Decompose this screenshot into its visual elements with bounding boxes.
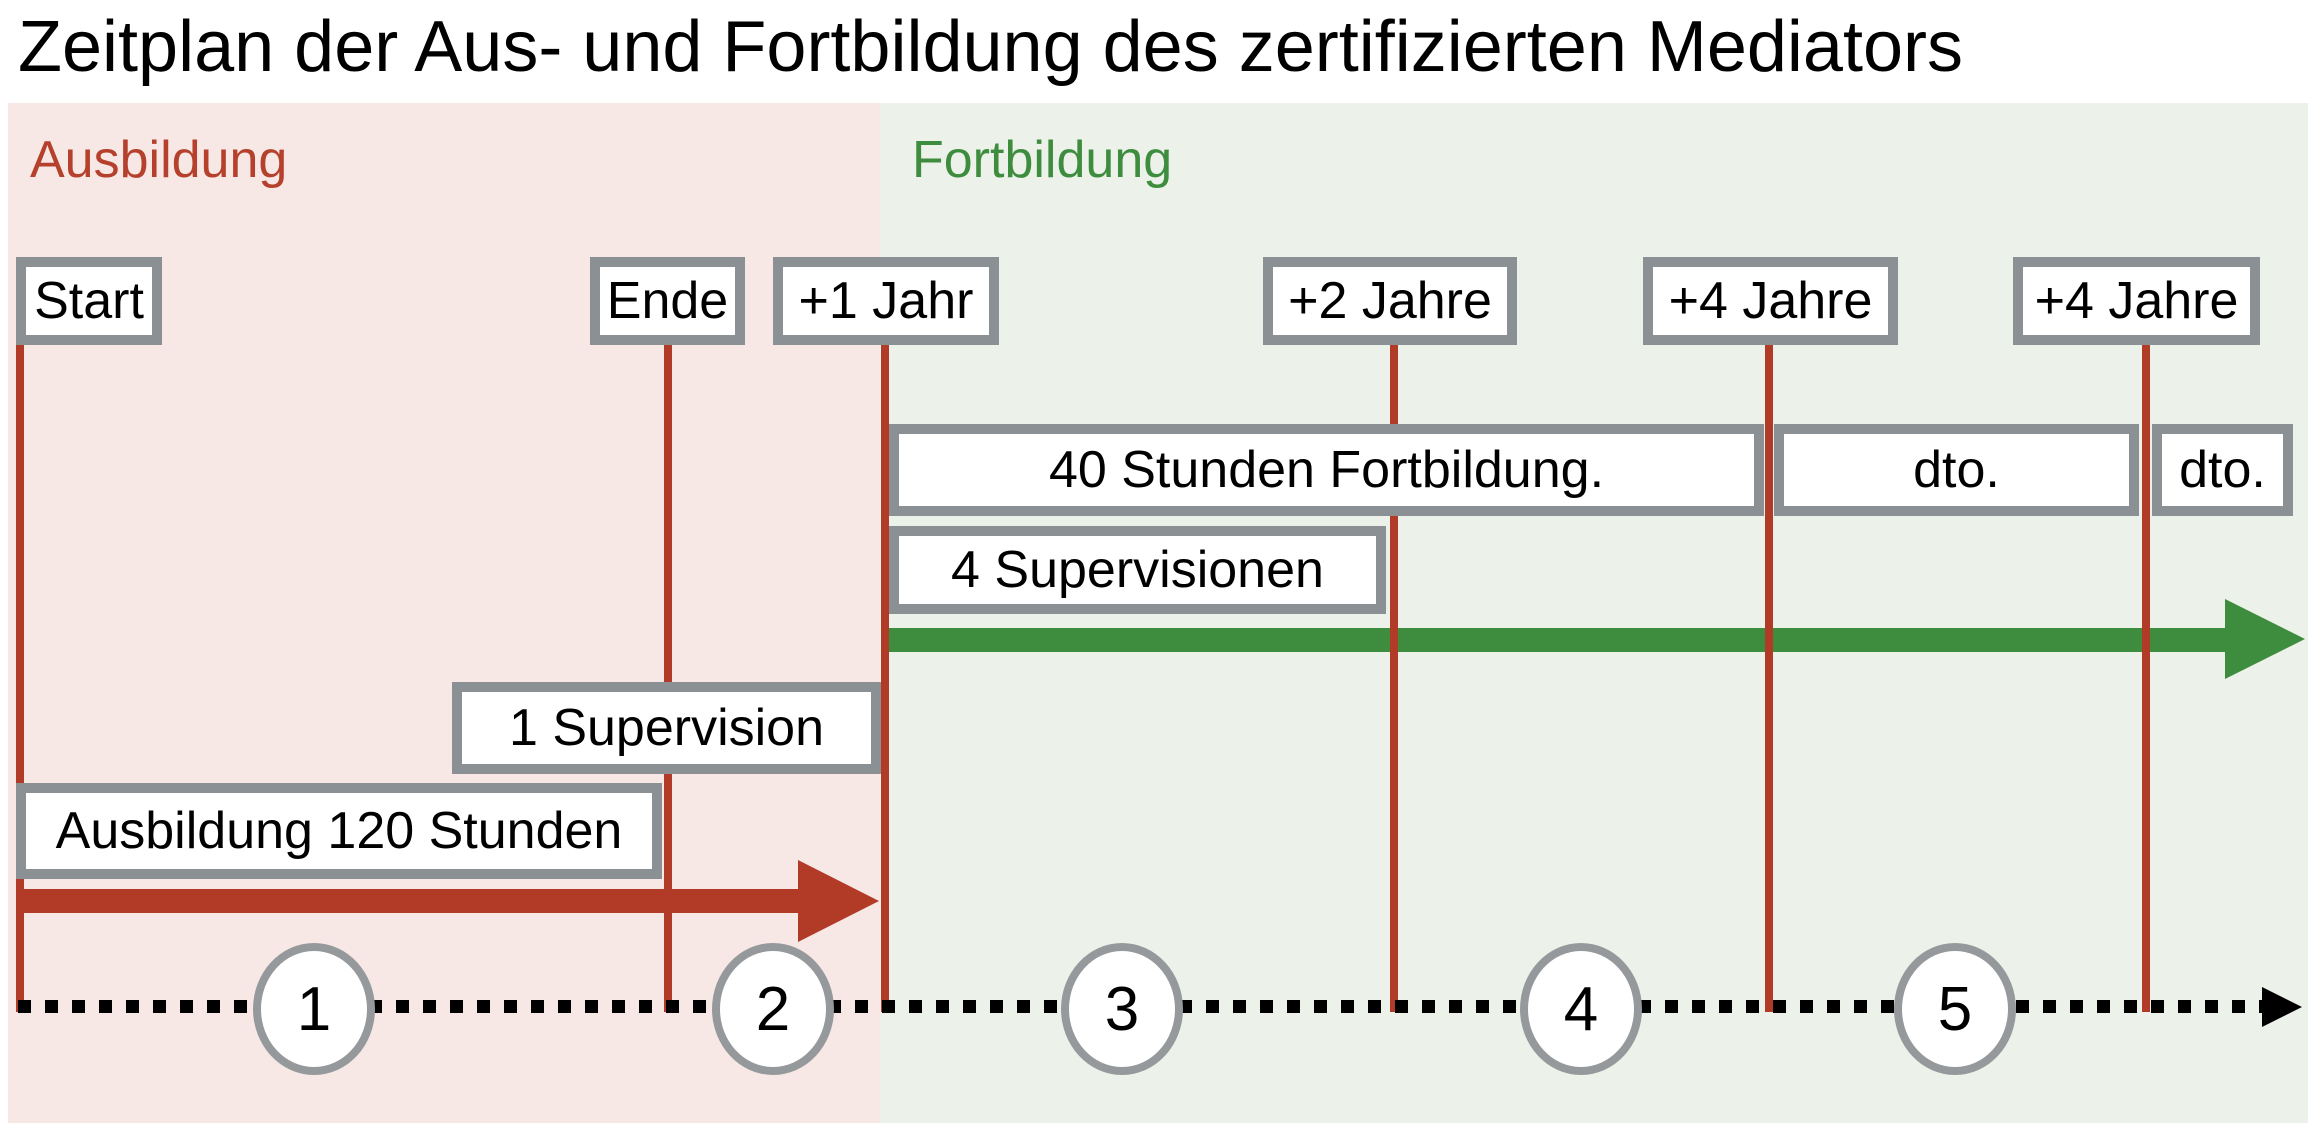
activity-label: Ausbildung 120 Stunden (55, 802, 623, 860)
activity-label: 40 Stunden Fortbildung. (1048, 441, 1605, 499)
step-number: 2 (755, 974, 791, 1044)
fortbildung-arrow-head (2225, 599, 2305, 679)
activity-bar-1-supervision: 1 Supervision (452, 682, 881, 774)
activity-bar-ausbildung-120-stunden: Ausbildung 120 Stunden (16, 783, 662, 879)
milestone-line-plus1 (881, 344, 889, 1012)
milestone-box-ende: Ende (590, 257, 745, 345)
milestone-line-plus4a (1765, 344, 1773, 1012)
milestone-label: +4 Jahre (1668, 272, 1873, 330)
activity-label: dto. (2179, 441, 2266, 499)
milestone-line-plus2 (1390, 344, 1398, 1012)
timeline-step-circle-4: 4 (1520, 943, 1642, 1075)
timeline-step-circle-5: 5 (1894, 943, 2016, 1075)
timeline-step-circle-1: 1 (253, 943, 375, 1075)
milestone-label: Start (34, 272, 144, 330)
step-number: 1 (296, 974, 332, 1044)
ausbildung-section-label: Ausbildung (30, 131, 288, 189)
activity-bar-4-supervisionen: 4 Supervisionen (889, 526, 1386, 614)
ausbildung-arrow-shaft (18, 889, 798, 913)
milestone-line-plus4b (2142, 344, 2150, 1012)
milestone-box-plus2: +2 Jahre (1263, 257, 1517, 345)
milestone-box-start: Start (16, 257, 162, 345)
activity-label: dto. (1913, 441, 2000, 499)
activity-bar-40-stunden-fortbildung: 40 Stunden Fortbildung. (889, 424, 1764, 516)
milestone-label: +4 Jahre (2034, 272, 2239, 330)
milestone-label: +1 Jahr (798, 272, 974, 330)
ausbildung-arrow-head (798, 860, 879, 942)
timeline-axis-arrow-icon (2262, 987, 2302, 1027)
milestone-box-plus1: +1 Jahr (773, 257, 999, 345)
timeline-step-circle-2: 2 (712, 943, 834, 1075)
fortbildung-arrow-shaft (889, 628, 2225, 652)
page-title: Zeitplan der Aus- und Fortbildung des ze… (18, 7, 1963, 87)
fortbildung-section-label: Fortbildung (912, 131, 1173, 189)
step-number: 3 (1104, 974, 1140, 1044)
activity-bar-dto-1: dto. (1774, 424, 2139, 516)
milestone-label: +2 Jahre (1288, 272, 1492, 330)
milestone-box-plus4a: +4 Jahre (1643, 257, 1898, 345)
step-number: 5 (1937, 974, 1973, 1044)
activity-label: 1 Supervision (508, 699, 825, 757)
milestone-line-start (16, 344, 24, 1012)
timeline-step-circle-3: 3 (1061, 943, 1183, 1075)
milestone-label: Ende (606, 272, 729, 330)
milestone-line-ende (664, 344, 672, 1012)
activity-label: 4 Supervisionen (951, 541, 1324, 599)
activity-bar-dto-2: dto. (2152, 424, 2293, 516)
milestone-box-plus4b: +4 Jahre (2013, 257, 2260, 345)
step-number: 4 (1563, 974, 1599, 1044)
